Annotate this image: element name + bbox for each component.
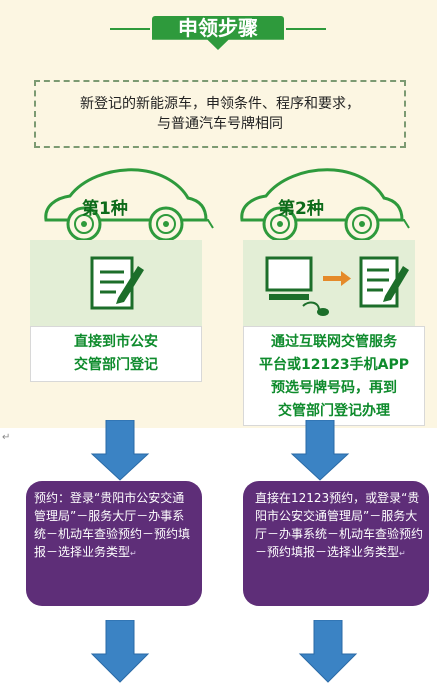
car-outline-icon [44,168,214,242]
method-2-badge: 第2种 [278,199,324,219]
intro-line-2: 与普通汽车号牌相同 [157,116,283,132]
title-right-line [286,28,326,30]
down-arrow-icon [90,620,150,683]
return-mark-icon: ↵ [2,432,11,443]
step-1-box: 预约：登录“贵阳市公安交通管理局”－服务大厅－办事系统－机动车查验预约－预约填报… [26,481,202,606]
intro-line-1: 新登记的新能源车，申领条件、程序和要求， [80,96,360,112]
down-arrow-icon [298,620,358,683]
down-arrow-icon [90,420,150,481]
method-2-line: 平台或12123手机APP [258,357,410,373]
down-arrow-icon [290,420,350,481]
intro-box: 新登记的新能源车，申领条件、程序和要求， 与普通汽车号牌相同 [34,80,406,148]
method-1-badge: 第1种 [82,199,128,219]
method-2-line: 交管部门登记办理 [278,403,390,419]
method-2-card [243,240,415,326]
return-mark-icon: ↵ [399,549,406,558]
step-1-text: 预约：登录“贵阳市公安交通管理局”－服务大厅－办事系统－机动车查验预约－预约填报… [34,491,191,559]
method-2-text: 通过互联网交管服务 平台或12123手机APP 预选号牌号码，再到 交管部门登记… [243,326,425,426]
method-1-text: 直接到市公安 交管部门登记 [30,326,202,382]
page-title: 申领步骤 [178,16,258,40]
title-block: 申领步骤 [110,16,326,60]
step-2-box: 直接在12123预约，或登录“贵阳市公安交通管理局”－服务大厅－办事系统－机动车… [243,481,429,606]
intro-text: 新登记的新能源车，申领条件、程序和要求， 与普通汽车号牌相同 [36,94,404,134]
document-pen-icon [90,256,144,310]
title-left-line [110,28,150,30]
method-1-line: 交管部门登记 [74,357,158,373]
computer-to-document-icon [265,256,409,316]
method-1-line: 直接到市公安 [74,334,158,350]
step-2-text: 直接在12123预约，或登录“贵阳市公安交通管理局”－服务大厅－办事系统－机动车… [255,491,424,559]
return-mark-icon: ↵ [130,549,137,558]
title-banner: 申领步骤 [152,16,284,50]
method-2-line: 预选号牌号码，再到 [271,380,397,396]
method-1-card [30,240,202,326]
method-2-line: 通过互联网交管服务 [271,334,397,350]
